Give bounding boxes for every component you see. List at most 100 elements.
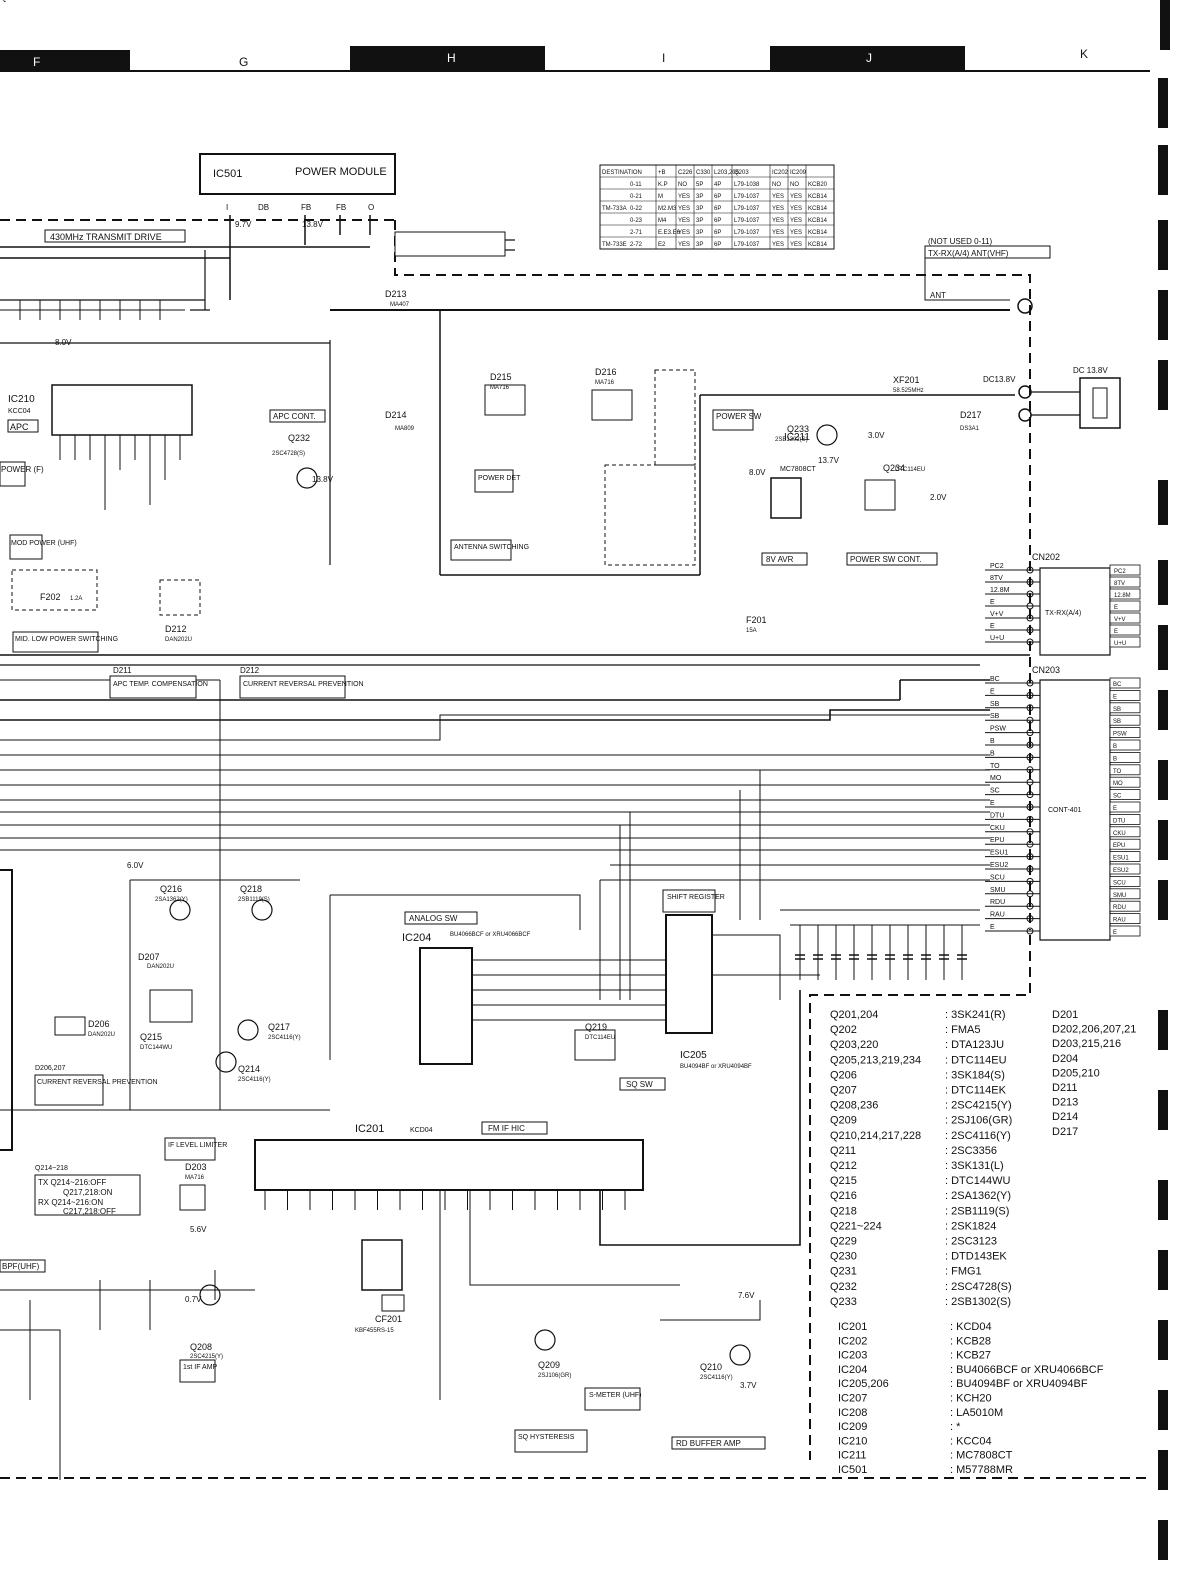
dest-table-cell: 0-21 xyxy=(630,194,643,200)
dest-table-header: C330 xyxy=(696,170,711,176)
cn203-mate-name: SC xyxy=(1113,794,1122,800)
parts-list-ref: Q229 xyxy=(830,1236,857,1248)
parts-list-ref: Q208,236 xyxy=(830,1100,878,1112)
voltage-label: 8.0V xyxy=(749,468,766,477)
parts-list-ref: Q230 xyxy=(830,1251,857,1263)
voltage-label: 3.0V xyxy=(868,431,885,440)
cn202-mate-box xyxy=(1109,600,1141,612)
parts-list-value: : 3SK184(S) xyxy=(945,1069,1005,1081)
dest-table-cell: YES xyxy=(772,230,784,236)
dest-table-cell: L79-1037 xyxy=(734,194,760,200)
cn203-pin-circle xyxy=(1026,877,1034,885)
cn203-mate-box xyxy=(1109,863,1141,875)
parts-list-value: : 3SK241(R) xyxy=(945,1009,1006,1021)
component-part: 2SJ106(GR) xyxy=(538,1373,571,1379)
first-if-title: 1st IF AMP xyxy=(183,1364,218,1371)
component-part: 2SC4116(Y) xyxy=(238,1077,271,1083)
parts-list-value: : 2SC3123 xyxy=(945,1236,997,1248)
parts-list-value: : 2SB1119(S) xyxy=(945,1205,1009,1217)
cn203-pin-circle xyxy=(1026,815,1034,823)
parts-list-ic-value: : * xyxy=(950,1421,961,1433)
cn202-mate-name: U+U xyxy=(1114,641,1126,647)
grid-label-k: K xyxy=(1080,47,1088,61)
cn202-mate-box xyxy=(1109,612,1141,624)
dest-table-frame xyxy=(599,164,835,250)
cn202-mate-name: 12.8M xyxy=(1114,593,1131,599)
tx-drive-block: 430MHz TRANSMIT DRIVE xyxy=(0,215,371,565)
dest-table-cell: 6P xyxy=(714,218,721,224)
parts-list-ref: Q207 xyxy=(830,1085,857,1097)
cn203-pin-circle xyxy=(1026,691,1034,699)
dest-table-cell: M4 xyxy=(658,218,667,224)
component-ref: F201 xyxy=(746,615,767,625)
component-ref: Q215 xyxy=(140,1032,162,1042)
apc-cont-title: APC CONT. xyxy=(273,412,316,421)
current-rev2-title: CURRENT REVERSAL PREVENTION xyxy=(37,1079,158,1086)
dest-table-cell: 3P xyxy=(696,206,703,212)
parts-list-value: : 2SK1824 xyxy=(945,1220,996,1232)
ic205-sub: BU4094BF or XRU4094BF xyxy=(680,1064,752,1070)
cn203-mate-name: TO xyxy=(1113,769,1122,775)
cn203-mate-name: RDU xyxy=(1113,905,1126,911)
parts-list-ic-value: : KCD04 xyxy=(950,1321,992,1333)
dest-table-cell: YES xyxy=(772,206,784,212)
cn203-pin-name: TO xyxy=(990,763,1000,770)
txrx-ant-label: TX-RX(A/4) ANT(VHF) xyxy=(928,249,1009,258)
cn202-mate-name: V+V xyxy=(1114,617,1126,623)
ic501-pin-label: O xyxy=(368,203,374,212)
parts-list-ic-value: : KCB28 xyxy=(950,1335,991,1347)
grid-block-h xyxy=(350,46,545,71)
cn203-mate-box xyxy=(1109,727,1141,738)
cn203-pin-name: RAU xyxy=(990,912,1005,919)
grid-label-j: J xyxy=(866,51,872,65)
cn203-pin-circle xyxy=(1026,778,1034,786)
sq-sw-title: SQ SW xyxy=(626,1080,653,1089)
cn202-mate-name: 8TV xyxy=(1114,581,1125,587)
voltage-label: 13.7V xyxy=(818,456,840,465)
component-part: MA716 xyxy=(490,385,510,391)
parts-list-value: : DTD143EK xyxy=(945,1251,1007,1263)
dest-table-cell: 6P xyxy=(714,194,721,200)
cn203-mate-name: EPU xyxy=(1113,843,1125,849)
dest-table-cell: L79-1037 xyxy=(734,206,760,212)
dest-table-cell: YES xyxy=(678,194,690,200)
current-rev-title: CURRENT REVERSAL PREVENTION xyxy=(243,681,364,688)
voltage-label: 7.6V xyxy=(738,1291,755,1300)
cn203-pin-name: RDU xyxy=(990,899,1005,906)
cn203-pin-name: E xyxy=(990,688,995,695)
dest-table-header: IC209 xyxy=(790,170,807,176)
cn203-pin-name: E xyxy=(990,800,995,807)
parts-list-ref: Q211 xyxy=(830,1145,856,1157)
dest-table-cell: KCB20 xyxy=(808,182,828,188)
cn203-label: CONT-401 xyxy=(1048,807,1082,814)
component-ref: D203 xyxy=(185,1162,207,1172)
q214-tx2: Q217,218:ON xyxy=(63,1188,113,1197)
cn202-pin-name: V+V xyxy=(990,611,1004,618)
parts-list-ref: Q221~224 xyxy=(830,1220,882,1232)
parts-list-value: : 2SB1302(S) xyxy=(945,1296,1011,1308)
q214-rx2: C217,218:OFF xyxy=(63,1207,116,1216)
cn203-pin-name: EPU xyxy=(990,837,1004,844)
voltage-label: DC 13.8V xyxy=(1073,366,1108,375)
parts-list-diode: D214 xyxy=(1052,1111,1078,1123)
parts-list-ref: Q218 xyxy=(830,1205,857,1217)
cn203-mate-box xyxy=(1109,801,1141,813)
cn202-mate-name: E xyxy=(1114,629,1118,635)
dest-table-cell: 0-11 xyxy=(630,182,642,188)
dest-table-cell: YES xyxy=(772,242,784,248)
ic211-ref: IC211 xyxy=(784,432,810,443)
parts-list-ic-ref: IC210 xyxy=(838,1435,867,1447)
parts-list-value: : DTA123JU xyxy=(945,1039,1004,1051)
cn203-mate-box xyxy=(1109,789,1141,800)
fm-if-hic-title: FM IF HIC xyxy=(488,1124,525,1133)
component-part: DAN202U xyxy=(165,637,192,643)
dest-table-cell: 3P xyxy=(696,218,703,224)
component-part: MA716 xyxy=(595,380,615,386)
analog-switch-region: ANALOG SW IC204 BU4066BCF or XRU4066BCF … xyxy=(329,770,990,1091)
cn203-pin-circle xyxy=(1026,729,1034,737)
cn203-mate-box xyxy=(1109,814,1141,825)
voltage-label: 9.7V xyxy=(235,220,252,229)
cn203-mate-name: BC xyxy=(1113,682,1122,688)
